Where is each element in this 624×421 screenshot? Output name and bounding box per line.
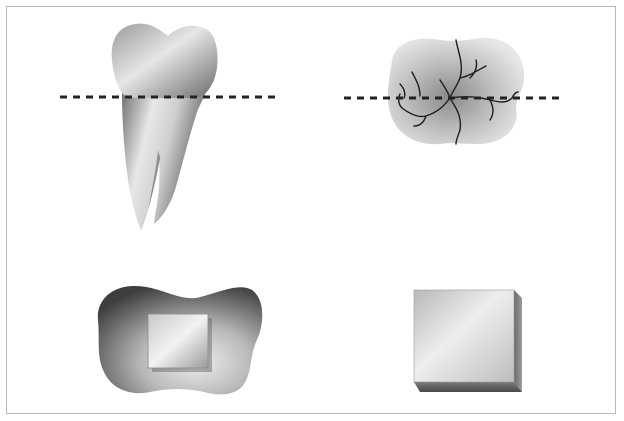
tooth-cross-section bbox=[98, 286, 262, 394]
tooth-occlusal-view bbox=[344, 38, 562, 144]
occlusal-crown-shape bbox=[388, 38, 524, 144]
square-specimen-face bbox=[148, 314, 208, 368]
block-side-face bbox=[514, 290, 522, 392]
tooth-side-view bbox=[60, 24, 278, 230]
specimen-block bbox=[414, 290, 522, 392]
tooth-root-shape bbox=[122, 92, 206, 230]
block-front-face bbox=[414, 290, 514, 382]
tooth-crown-shape bbox=[112, 24, 218, 98]
block-bottom-face bbox=[414, 382, 522, 392]
